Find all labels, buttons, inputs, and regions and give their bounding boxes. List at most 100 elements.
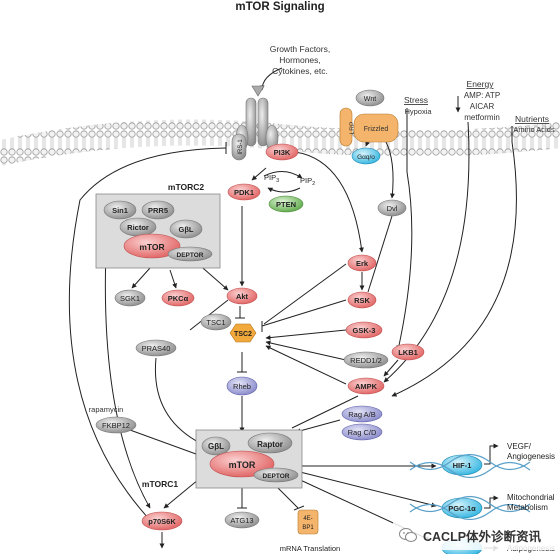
rag-ab-node: [341, 405, 383, 423]
sgk1-node: [114, 289, 146, 307]
redd-node: [343, 351, 389, 369]
mtorc2-complex[interactable]: mTORC2 Sin1 PRR5 Rictor GβL mTOR DEPTOR: [95, 182, 221, 269]
mtorc1-complex[interactable]: mTORC1 GβL Raptor mTOR DEPTOR: [142, 429, 303, 489]
wnt-node: Wnt: [364, 96, 377, 103]
growth-factors-label: Growth Factors,: [270, 44, 330, 54]
frizzled-receptor: Wnt LRP Frizzled: [339, 89, 399, 147]
metformin-label: metformin: [464, 113, 500, 122]
mtorc1-label: mTORC1: [142, 479, 178, 489]
erk-node: [347, 254, 377, 272]
watermark-badge: CACLP体外诊断资讯: [393, 520, 560, 550]
mtor2-node: mTOR: [139, 242, 164, 252]
svg-text:RSK: RSK: [354, 296, 370, 305]
4ebp1-node: [297, 509, 319, 535]
svg-text:TSC2: TSC2: [234, 331, 252, 338]
svg-text:ATG13: ATG13: [230, 516, 253, 525]
svg-text:PI3K: PI3K: [274, 148, 291, 157]
irs1-node: [231, 133, 247, 161]
svg-text:FKBP12: FKBP12: [102, 421, 130, 430]
svg-text:TSC1: TSC1: [206, 318, 225, 327]
ampk-node: [347, 377, 385, 395]
lrp-node: LRP: [349, 122, 356, 135]
svg-text:Rheb: Rheb: [233, 382, 251, 391]
gbl1-node: GβL: [208, 442, 224, 451]
svg-text:GSK-3: GSK-3: [353, 326, 376, 335]
tsc2-node: [229, 323, 257, 343]
mtor1-node: mTOR: [229, 460, 256, 470]
svg-text:BP1: BP1: [302, 525, 314, 531]
atg13-node: [224, 511, 260, 529]
svg-text:4E-: 4E-: [303, 516, 312, 522]
svg-text:Akt: Akt: [236, 292, 249, 301]
svg-text:HIF-1: HIF-1: [453, 461, 472, 470]
pdk1-node: [227, 183, 261, 201]
wechat-icon: [399, 528, 417, 542]
p70s6k-node: [141, 511, 183, 531]
svg-text:PIP3: PIP3: [264, 173, 279, 184]
lkb1-node: [391, 343, 425, 361]
gsk3-node: [345, 321, 383, 339]
gbl2-node: GβL: [179, 225, 194, 234]
aicar-label: AICAR: [470, 102, 495, 111]
energy-label: Energy: [467, 79, 495, 89]
vegf-label: VEGF/: [507, 442, 532, 451]
angiogenesis-label: Angiogenesis: [507, 452, 555, 461]
diagram-title: mTOR Signaling: [235, 1, 324, 13]
svg-text:Dvl: Dvl: [387, 204, 398, 213]
svg-text:REDD1/2: REDD1/2: [350, 356, 382, 365]
pip2-label: PIP: [300, 176, 312, 185]
rsk-node: [347, 291, 377, 309]
svg-text:p70S6K: p70S6K: [148, 517, 176, 526]
sin1-node: Sin1: [112, 206, 128, 215]
svg-text:Rag A/B: Rag A/B: [348, 410, 376, 419]
hormones-label: Hormones,: [279, 55, 321, 65]
rictor-node: Rictor: [127, 223, 149, 232]
svg-text:SGK1: SGK1: [120, 294, 140, 303]
receptor-tyrosine-kinase: [235, 85, 279, 152]
nutrients-label: Nutrients: [515, 114, 549, 124]
svg-text:PKCα: PKCα: [168, 294, 189, 303]
svg-text:PGC-1α: PGC-1α: [448, 504, 476, 513]
stimuli-labels: Growth Factors, Hormones, Cytokines, etc…: [270, 44, 555, 134]
dvl-node: [377, 199, 407, 217]
rag-cd-node: [341, 423, 383, 441]
svg-text:IRS-1: IRS-1: [238, 139, 244, 155]
frizzled-node: Frizzled: [364, 126, 389, 133]
watermark-text: CACLP体外诊断资讯: [423, 529, 542, 544]
pras40-node: [135, 339, 177, 357]
deptor2-node: DEPTOR: [177, 252, 204, 259]
mitochondrial-label: Mitochondrial: [507, 493, 555, 502]
rheb-node: [226, 376, 258, 396]
raptor-node: Raptor: [257, 440, 283, 449]
svg-text:PDK1: PDK1: [234, 188, 254, 197]
pathway-nodes: IRS-1 PI3K PDK1 PIP3 PIP2 PTEN Gαq/o Dvl…: [89, 133, 555, 554]
pip3-label: PIP: [264, 173, 276, 182]
amino-acids-label: Amino Acids: [513, 125, 555, 134]
amp-atp-label: AMP: ATP: [464, 91, 500, 100]
svg-text:LKB1: LKB1: [398, 348, 418, 357]
svg-text:PRAS40: PRAS40: [142, 344, 171, 353]
svg-text:Gαq/o: Gαq/o: [357, 154, 375, 161]
cell-membrane: [0, 119, 560, 166]
rapamycin-label: rapamycin: [89, 405, 124, 414]
svg-text:PTEN: PTEN: [276, 200, 296, 209]
pkca-node: [161, 289, 195, 307]
deptor1-node: DEPTOR: [263, 473, 290, 480]
prr5-node: PRR5: [148, 206, 168, 215]
metabolism-label: Metabolism: [507, 503, 548, 512]
mtorc2-label: mTORC2: [168, 182, 204, 192]
gaq-node: [351, 147, 381, 165]
fkbp12-node: [95, 416, 137, 434]
mrna-translation-label: mRNA Translation: [280, 544, 340, 553]
tsc1-node: [200, 313, 232, 331]
svg-text:AMPK: AMPK: [355, 382, 378, 391]
svg-text:Erk: Erk: [356, 259, 369, 268]
hypoxia-label: Hypoxia: [404, 107, 432, 116]
svg-text:PIP2: PIP2: [300, 176, 315, 187]
pten-node: [268, 195, 304, 213]
akt-node: [226, 287, 258, 305]
stress-label: Stress: [404, 95, 428, 105]
svg-text:Rag C/D: Rag C/D: [348, 428, 377, 437]
